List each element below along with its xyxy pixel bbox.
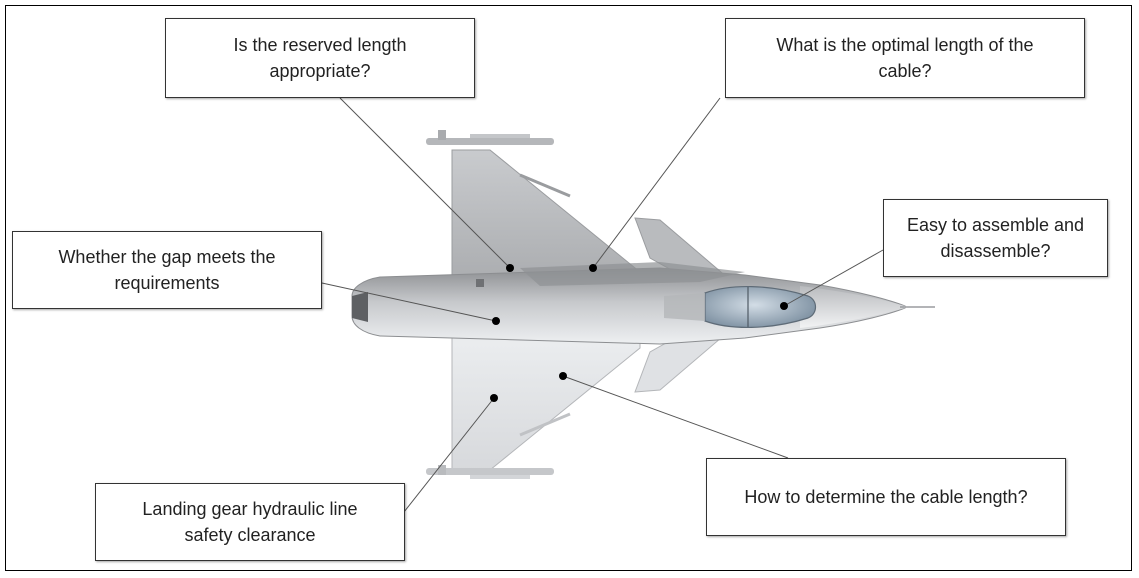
- leader-lines: [321, 97, 884, 513]
- dot-reserved-length: [506, 264, 514, 272]
- lower-wing: [451, 329, 641, 471]
- upper-missile: [426, 138, 554, 145]
- dot-cable-length: [559, 372, 567, 380]
- lower-missile: [426, 468, 554, 475]
- callout-optimal-length: What is the optimal length of the cable?: [725, 18, 1085, 98]
- marker-dots: [490, 264, 788, 402]
- callout-reserved-length-text: Is the reserved length appropriate?: [233, 35, 407, 81]
- dot-gap: [492, 317, 500, 325]
- callout-landing-gear: Landing gear hydraulic line safety clear…: [95, 483, 405, 561]
- callout-reserved-length: Is the reserved length appropriate?: [165, 18, 475, 98]
- callout-assemble-text: Easy to assemble and disassemble?: [906, 215, 1085, 261]
- dot-optimal-length: [589, 264, 597, 272]
- callout-landing-gear-text: Landing gear hydraulic line safety clear…: [142, 499, 358, 545]
- canopy: [704, 285, 817, 329]
- callout-assemble: Easy to assemble and disassemble?: [883, 199, 1108, 277]
- nose-cone: [800, 286, 905, 328]
- callout-gap-text: Whether the gap meets the requirements: [58, 247, 276, 293]
- callout-gap: Whether the gap meets the requirements: [12, 231, 322, 309]
- dot-assemble: [780, 302, 788, 310]
- callout-cable-length: How to determine the cable length?: [706, 458, 1066, 536]
- exhaust: [352, 292, 368, 322]
- callout-cable-length-text: How to determine the cable length?: [744, 487, 1028, 507]
- dot-landing-gear: [490, 394, 498, 402]
- callout-optimal-length-text: What is the optimal length of the cable?: [776, 35, 1034, 81]
